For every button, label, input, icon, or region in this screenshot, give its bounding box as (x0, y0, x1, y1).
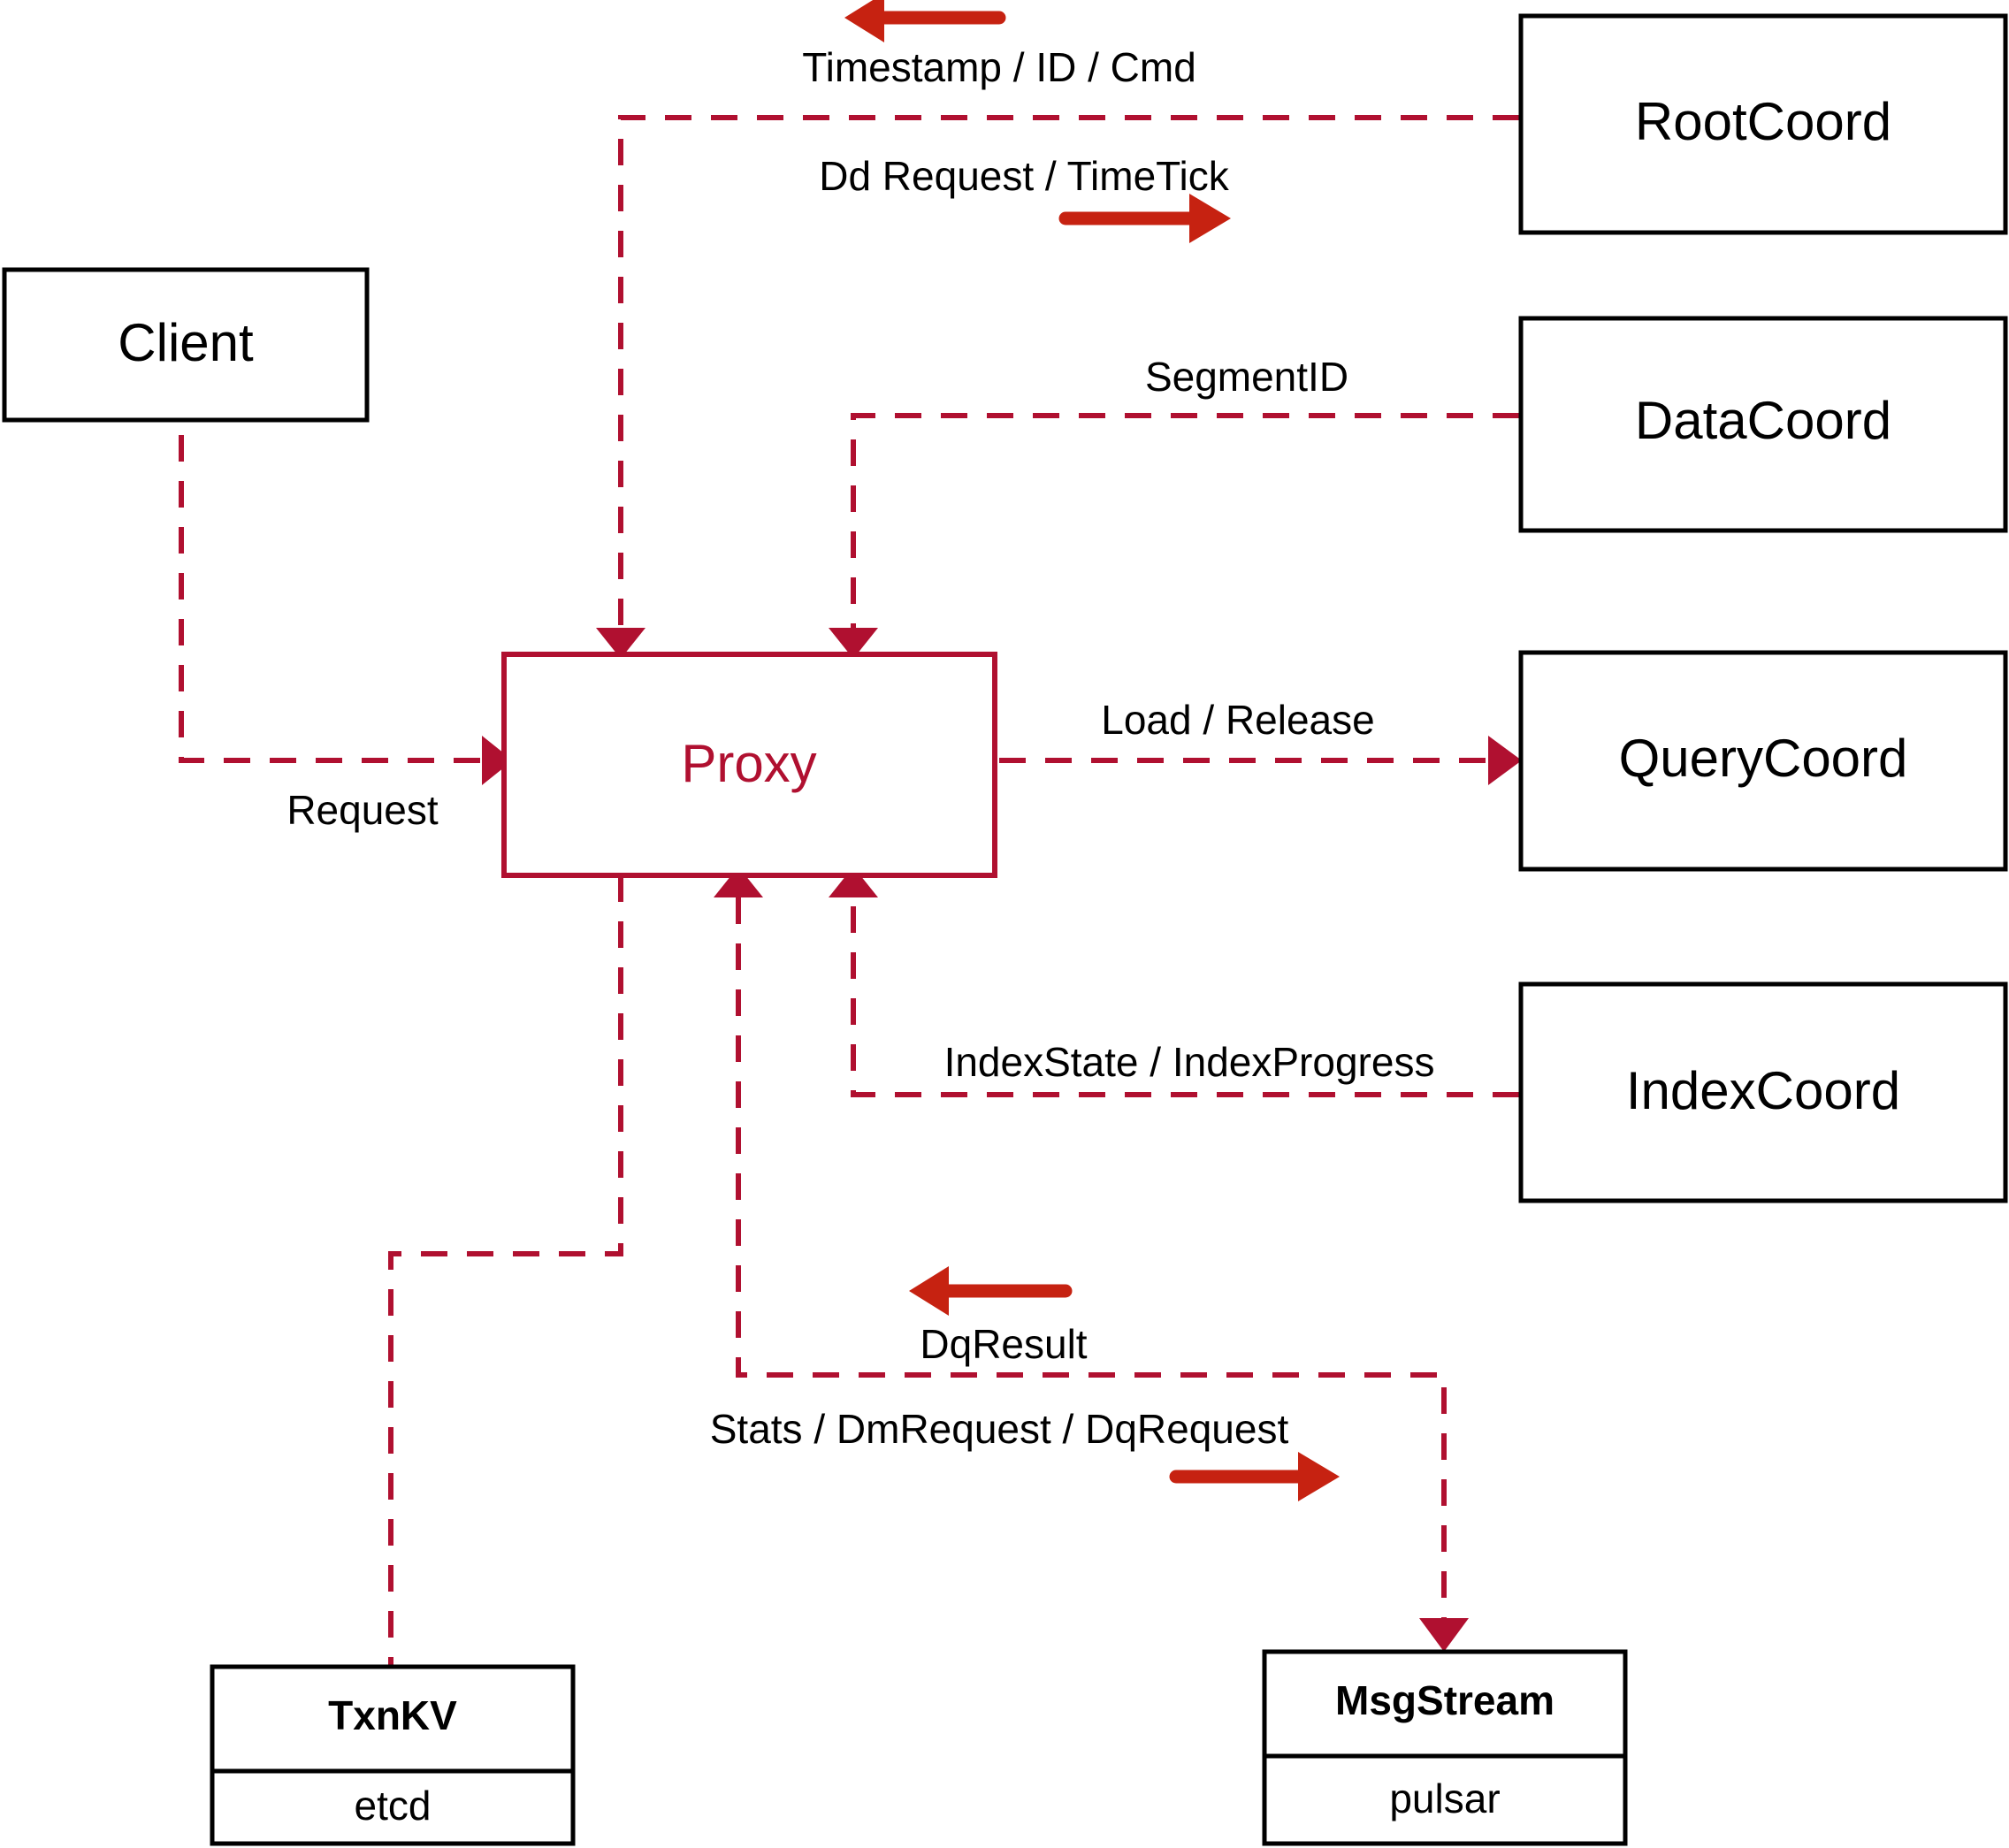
msgstream-body-box[interactable] (1262, 1753, 1628, 1846)
arrowhead-into-proxy-top-right (829, 628, 878, 659)
index-coord-box[interactable] (1518, 981, 2008, 1203)
edge-line-proxy-txnkv (388, 875, 623, 1667)
arrowhead-into-proxy-bottom-left (714, 867, 763, 897)
data-coord-label: DataCoord (1635, 391, 1891, 450)
edge-label-indexstate-indexprogress: IndexState / IndexProgress (944, 1039, 1435, 1085)
direction-arrow-left-icon-dqresult (909, 1266, 1073, 1316)
edge-rootcoord-proxy (596, 115, 1519, 659)
txnkv-body-box[interactable] (210, 1768, 576, 1846)
arrowhead-into-msgstream (1419, 1618, 1469, 1652)
edge-label-dqresult: DqResult (920, 1321, 1087, 1367)
edge-label-stats-dmrequest-dqrequest: Stats / DmRequest / DqRequest (710, 1406, 1289, 1452)
msgstream-header-label: MsgStream (1335, 1677, 1554, 1723)
edge-line-client-proxy (179, 389, 482, 763)
edge-label-dd-request-timetick: Dd Request / TimeTick (819, 153, 1230, 199)
arrowhead-into-querycoord (1488, 736, 1522, 785)
edge-indexcoord-proxy (829, 867, 1519, 1097)
node-proxy[interactable]: Proxy (501, 652, 997, 878)
proxy-box[interactable] (501, 652, 997, 878)
edge-label-segmentid: SegmentID (1145, 354, 1348, 400)
edge-line-indexcoord-proxy (851, 897, 1519, 1097)
direction-arrow-right-icon-dqrequest (1169, 1452, 1340, 1501)
node-query-coord[interactable]: QueryCoord (1518, 650, 2008, 872)
edge-label-timestamp-id-cmd: Timestamp / ID / Cmd (802, 44, 1196, 90)
txnkv-body-label: etcd (355, 1783, 432, 1829)
arrowhead-into-proxy-bottom-right (829, 867, 878, 897)
node-txnkv[interactable]: TxnKV etcd (210, 1664, 576, 1846)
edge-label-load-release: Load / Release (1101, 697, 1374, 743)
node-data-coord[interactable]: DataCoord (1518, 316, 2008, 533)
node-index-coord[interactable]: IndexCoord (1518, 981, 2008, 1203)
edge-client-proxy (179, 389, 513, 785)
index-coord-label: IndexCoord (1626, 1061, 1900, 1120)
direction-arrow-left-icon-timestamp (844, 0, 1006, 42)
msgstream-body-label: pulsar (1389, 1775, 1500, 1821)
client-label: Client (118, 313, 254, 372)
node-root-coord[interactable]: RootCoord (1518, 13, 2008, 235)
txnkv-header-label: TxnKV (328, 1692, 457, 1738)
txnkv-header-box[interactable] (210, 1664, 576, 1774)
query-coord-label: QueryCoord (1619, 729, 1908, 788)
data-coord-box[interactable] (1518, 316, 2008, 533)
edge-proxy-txnkv (388, 875, 623, 1667)
edge-datacoord-proxy (829, 413, 1519, 659)
arrowhead-into-proxy-top-left (596, 628, 645, 659)
arrowhead-into-proxy-left (482, 736, 513, 785)
node-msgstream[interactable]: MsgStream pulsar (1262, 1649, 1628, 1846)
edge-line-proxy-msgstream (736, 897, 1447, 1618)
root-coord-label: RootCoord (1635, 92, 1891, 151)
edge-label-request: Request (286, 787, 439, 833)
node-client[interactable]: Client (2, 267, 370, 423)
direction-arrow-right-icon-ddrequest (1058, 194, 1231, 243)
proxy-label: Proxy (681, 734, 816, 793)
query-coord-box[interactable] (1518, 650, 2008, 872)
edge-proxy-querycoord (999, 736, 1522, 785)
root-coord-box[interactable] (1518, 13, 2008, 235)
client-box[interactable] (2, 267, 370, 423)
edge-proxy-msgstream (714, 867, 1469, 1652)
edge-line-datacoord-proxy (851, 413, 1519, 628)
msgstream-header-box[interactable] (1262, 1649, 1628, 1759)
edge-line-rootcoord-proxy (618, 115, 1519, 628)
